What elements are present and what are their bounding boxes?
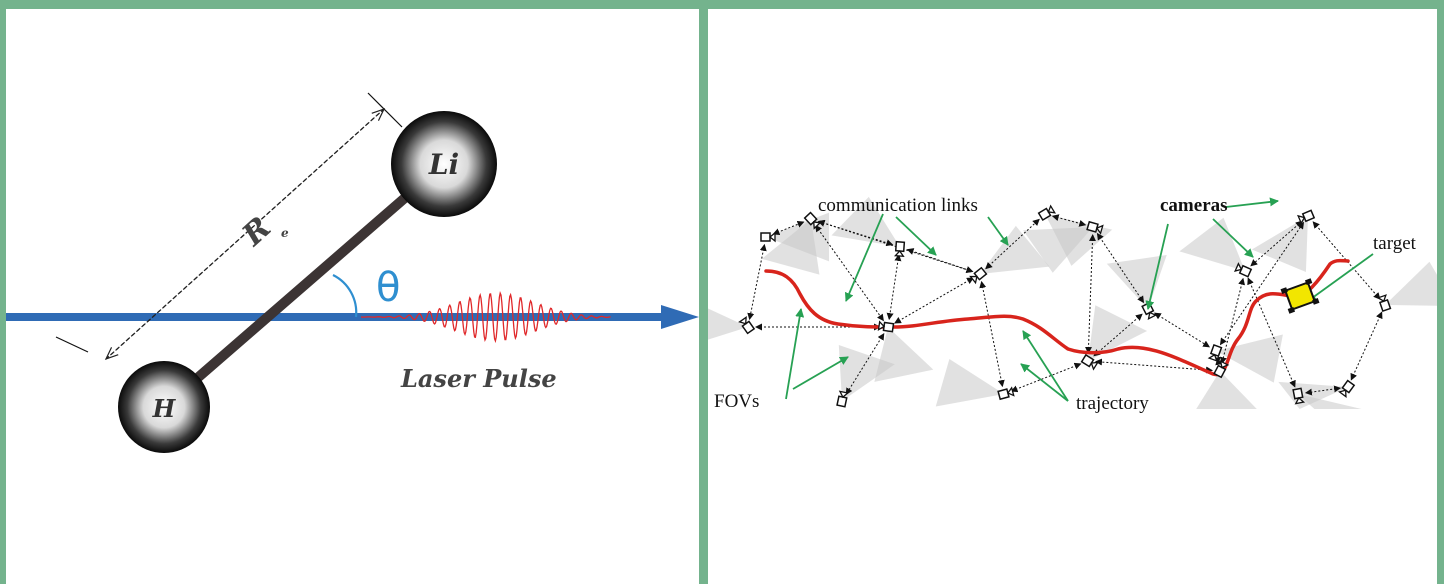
dimension-tick-top [367,92,403,128]
communication-link [894,277,974,324]
dimension-line-down [106,108,385,359]
camera-icon [893,240,906,257]
cameras-label: cameras [1160,195,1228,216]
fov-cone [708,308,748,340]
label-pointer [1022,330,1069,402]
camera-network-diagram: communication links cameras target FOVs … [708,189,1437,414]
label-pointer [1145,223,1169,310]
angle-label: θ [376,265,400,311]
communication-link [1051,214,1087,227]
fov-cone [1023,227,1093,273]
fov-cone [935,358,1004,407]
label-pointer [844,213,884,302]
fov-cone [874,327,934,382]
camera-network-panel: communication links cameras target FOVs … [708,9,1437,584]
label-pointer [1212,218,1254,258]
fovs-label: FOVs [714,391,759,412]
axis-arrowhead [661,305,699,329]
camera-icon [1292,387,1306,405]
trajectory-label: trajectory [1076,393,1149,414]
communication-link [1220,277,1245,365]
bond-length-subscript: e [281,226,289,240]
fov-cone [1196,371,1257,409]
communication-link [1010,362,1082,393]
communication-link [1094,358,1214,374]
dimension-line-up [105,109,384,360]
communication-link [1312,221,1381,300]
camera-icon [1037,204,1057,222]
camera-icon [997,386,1015,401]
camera-icon [1376,294,1392,312]
communication-links-label: communication links [818,195,978,216]
label-pointer [1307,253,1374,302]
bond [159,159,449,412]
communication-link [985,218,1040,270]
camera-icon [1207,343,1223,362]
communication-link [886,253,902,321]
molecule-diagram: Li H R e θ Laser Pulse [6,92,699,453]
communication-link [815,224,884,322]
camera-icon [836,390,850,408]
communication-link [772,220,805,236]
camera-icon [877,320,895,333]
camera-icon [760,231,776,243]
cameras-layer [738,204,1392,408]
camera-icon [1297,209,1316,225]
communication-link [1304,385,1342,396]
communication-link [1093,313,1143,357]
communication-link [1096,232,1145,304]
fov-cone [1385,261,1437,306]
label-pointer [987,216,1009,246]
label-pointer [785,308,805,400]
angle-arc [332,274,358,318]
fov-cone [761,219,820,275]
bond-length-label: R [235,210,278,253]
label-pointers-layer [785,197,1374,402]
camera-icon [738,316,756,335]
label-pointer [792,356,849,390]
laser-pulse-wave [361,291,611,344]
communication-link [1153,312,1211,348]
communication-link [979,280,1005,388]
molecule-panel: Li H R e θ Laser Pulse [6,9,699,584]
atom-top-label: Li [428,148,459,181]
communication-link [1250,220,1303,267]
camera-icon [803,211,822,230]
communication-link [1213,356,1223,366]
laser-pulse-label: Laser Pulse [400,364,557,393]
target-vehicle [1280,278,1320,314]
camera-icon [969,266,988,285]
hydrogen-atom [118,361,210,453]
communication-link [747,243,767,321]
lithium-atom [391,111,497,217]
camera-icon [1213,359,1230,379]
camera-icon [1086,220,1104,235]
label-pointer [1020,363,1069,402]
camera-icon [1337,379,1356,398]
atom-bottom-label: H [152,394,177,423]
label-pointer [1225,197,1279,208]
target-label: target [1373,233,1417,254]
camera-icon [1080,353,1100,371]
communication-link [1350,311,1383,381]
dimension-tick-bottom [55,336,89,353]
label-pointer [895,216,937,256]
camera-icon [1234,262,1253,278]
